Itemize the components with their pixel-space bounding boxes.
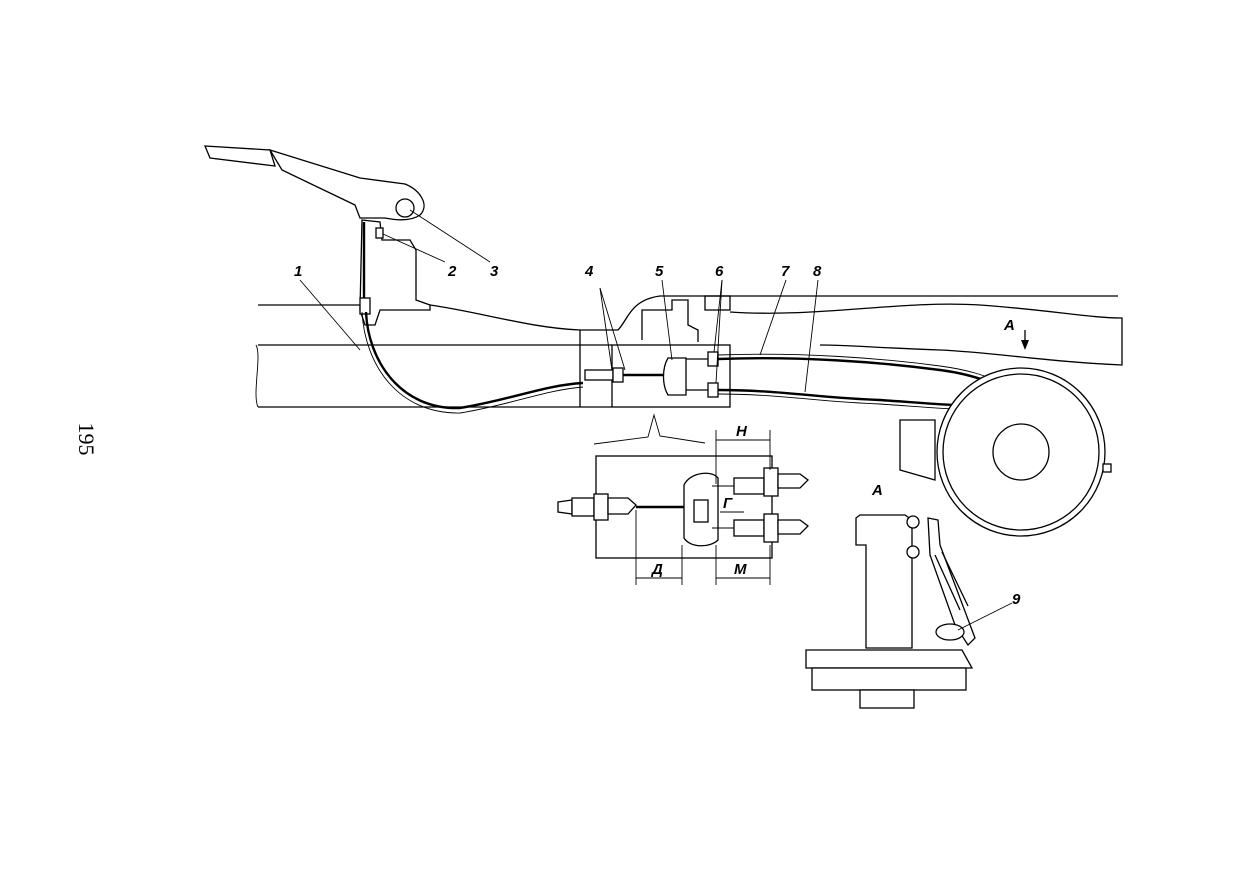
view-a-detail-label: А: [871, 482, 883, 499]
callout-2: 2: [447, 263, 457, 280]
view-a-label: А: [1003, 317, 1015, 334]
dimension-h-label: Н: [736, 423, 748, 440]
rear-brake-drum: [899, 367, 1112, 537]
view-a-detail: [805, 514, 1013, 709]
detail-view: [557, 413, 809, 585]
callout-9: 9: [1012, 591, 1021, 608]
dimension-g-label: Г: [723, 495, 733, 512]
callout-4: 4: [584, 263, 594, 280]
callout-labels: 1 2 3 4 5 6 7 8 9 А А Н Г Д М: [294, 263, 1021, 608]
vehicle-floor: [255, 295, 1123, 408]
view-a-arrow: [1021, 330, 1029, 350]
equalizer-assembly: [584, 279, 731, 408]
callout-8: 8: [813, 263, 822, 280]
callout-5: 5: [655, 263, 664, 280]
hand-brake-lever: [203, 145, 491, 326]
callout-6: 6: [715, 263, 724, 280]
dimension-m-label: М: [734, 561, 747, 578]
callout-7: 7: [781, 263, 790, 280]
front-cable: [299, 279, 584, 414]
callout-1: 1: [294, 263, 302, 280]
dimension-d-label: Д: [650, 561, 663, 578]
callout-3: 3: [490, 263, 499, 280]
rear-cables: [717, 279, 996, 410]
